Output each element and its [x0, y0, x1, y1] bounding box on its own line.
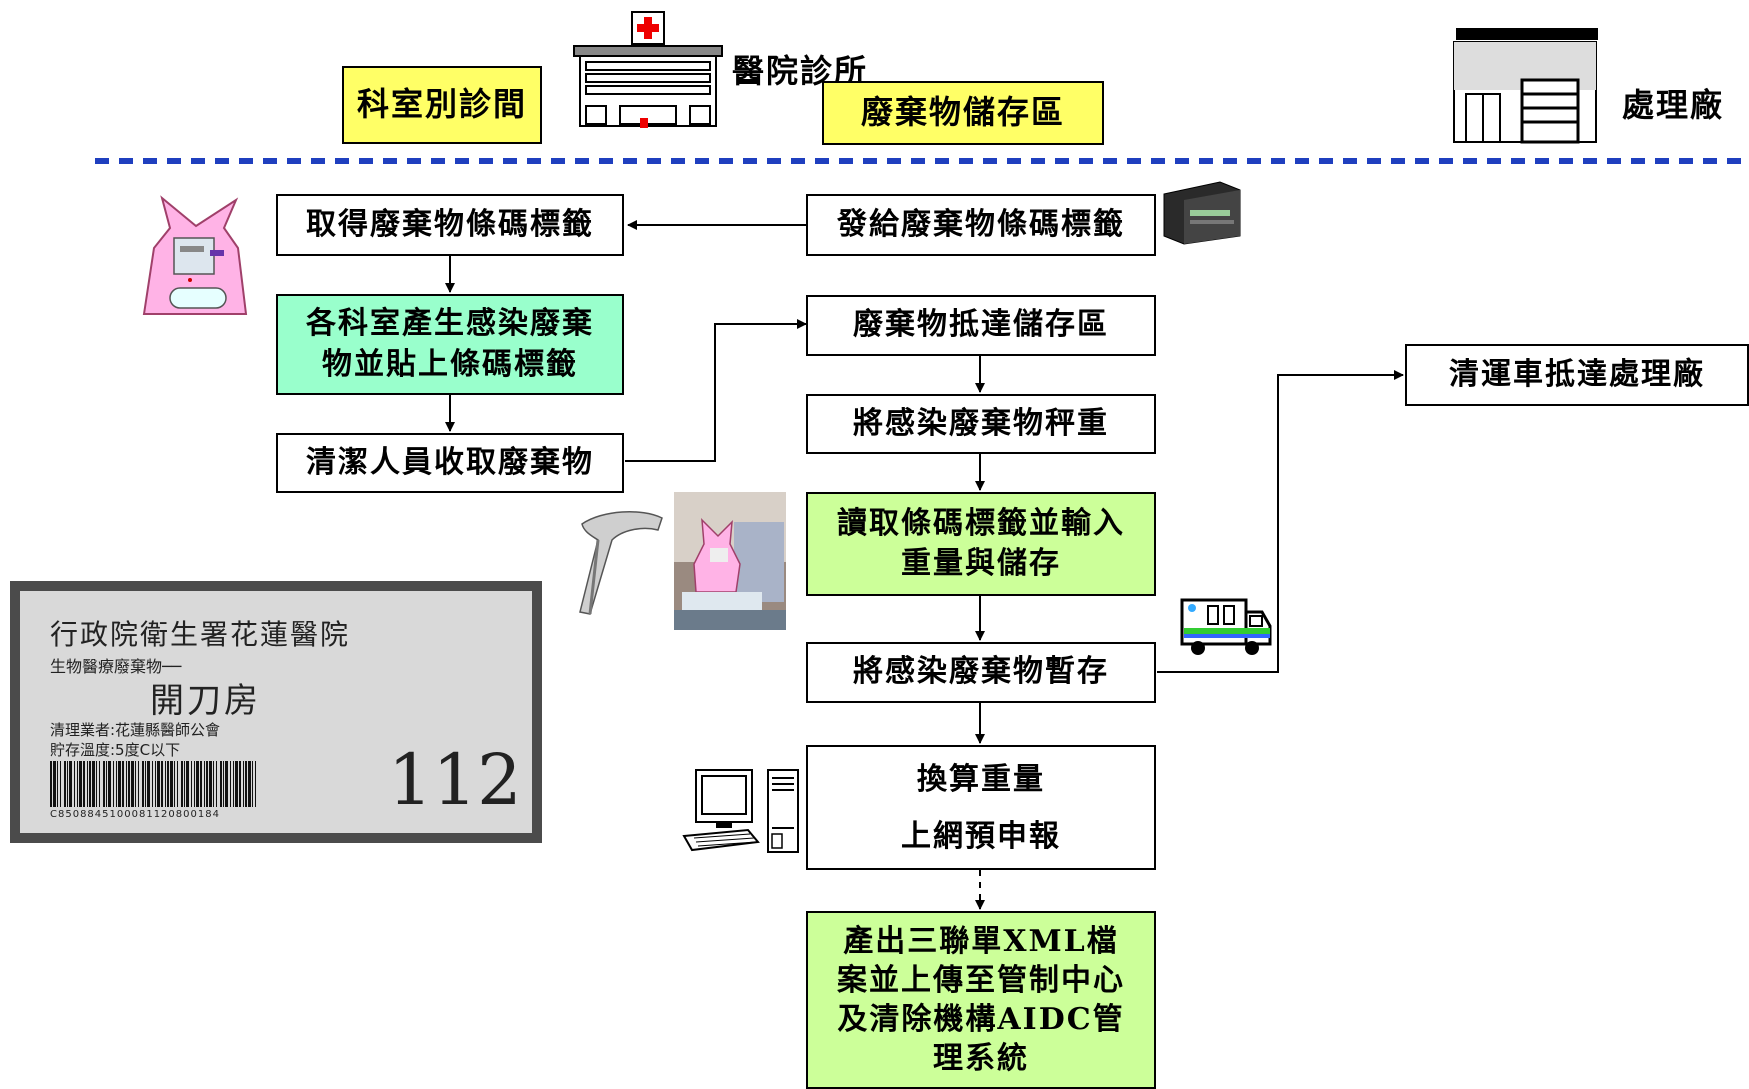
label-temperature: 貯存溫度:5度C以下 [50, 741, 181, 759]
step-temp-store: 將感染廢棄物暫存 [806, 642, 1156, 703]
label-waste-type: 生物醫療廢棄物── [50, 657, 182, 676]
dept-label: 科室別診間 [342, 66, 542, 144]
truck-icon [1180, 598, 1272, 655]
step-read-barcode: 讀取條碼標籤並輸入 重量與儲存 [806, 492, 1156, 596]
barcode-graphic [50, 761, 256, 807]
waste-bag-icon [142, 195, 248, 315]
pre-declare-line: 上網預申報 [901, 818, 1061, 854]
calc-weight-line: 換算重量 [917, 761, 1045, 797]
printer-icon [1163, 181, 1241, 245]
label-department: 開刀房 [150, 681, 261, 721]
storage-label: 廢棄物儲存區 [822, 81, 1104, 145]
step-collect-waste: 清潔人員收取廢棄物 [276, 433, 624, 493]
hospital-icon [573, 11, 723, 128]
step-generate-waste: 各科室產生感染廢棄 物並貼上條碼標籤 [276, 294, 624, 395]
barcode-scanner-icon [579, 511, 663, 615]
barcode-label: 行政院衛生署花蓮醫院 生物醫療廢棄物── 開刀房 清理業者:花蓮縣醫師公會 貯存… [20, 591, 532, 833]
step-weigh: 將感染廢棄物秤重 [806, 394, 1156, 454]
step-get-label: 取得廢棄物條碼標籤 [276, 194, 624, 256]
step-truck-arrive: 清運車抵達處理廠 [1405, 344, 1749, 406]
label-barcode-number: C8508845100081120800184 [50, 809, 220, 820]
factory-icon [1453, 28, 1598, 144]
scale-photo [674, 492, 786, 630]
computer-icon [682, 769, 799, 853]
label-contractor: 清理業者:花蓮縣醫師公會 [50, 721, 221, 739]
step-output-xml: 產出三聯單XML檔 案並上傳至管制中心 及清除機構AIDC管 理系統 [806, 911, 1156, 1089]
barcode-label-photo: 行政院衛生署花蓮醫院 生物醫療廢棄物── 開刀房 清理業者:花蓮縣醫師公會 貯存… [10, 581, 542, 843]
label-number: 112 [388, 739, 522, 821]
step-calc-weight: 換算重量 上網預申報 [806, 745, 1156, 870]
label-hospital-name: 行政院衛生署花蓮醫院 [50, 618, 351, 651]
step-arrive-storage: 廢棄物抵達儲存區 [806, 295, 1156, 356]
step-issue-label: 發給廢棄物條碼標籤 [806, 194, 1156, 256]
plant-label: 處理廠 [1622, 86, 1725, 124]
